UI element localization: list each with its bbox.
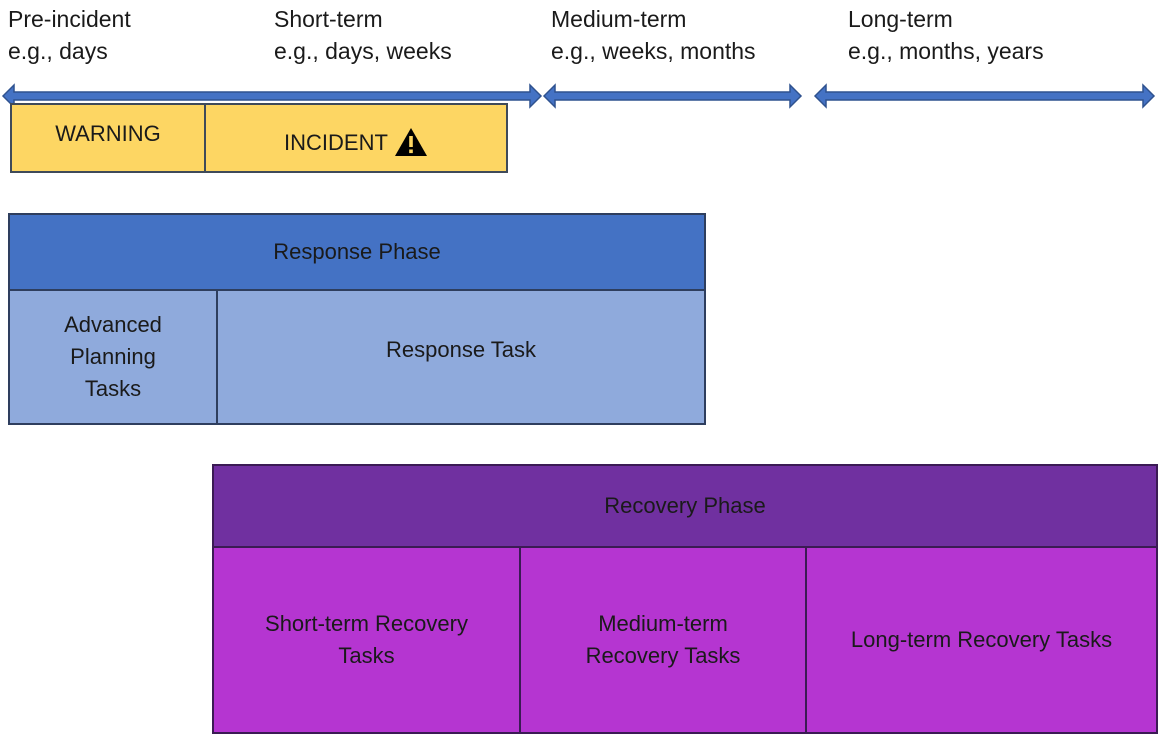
period-example: e.g., days bbox=[8, 38, 108, 64]
period-name: Pre-incident bbox=[8, 6, 131, 32]
response-phase-header: Response Phase bbox=[8, 213, 706, 291]
arrow-long-term bbox=[813, 83, 1156, 109]
incident-box: INCIDENT bbox=[204, 103, 508, 173]
period-name: Medium-term bbox=[551, 6, 687, 32]
response-phase-title: Response Phase bbox=[273, 239, 441, 264]
period-name: Long-term bbox=[848, 6, 953, 32]
recovery-phase-title: Recovery Phase bbox=[604, 493, 766, 518]
medium-term-recovery-cell: Medium-term Recovery Tasks bbox=[519, 546, 807, 734]
period-medium-term: Medium-term e.g., weeks, months bbox=[551, 3, 756, 67]
short-term-recovery-cell: Short-term Recovery Tasks bbox=[212, 546, 521, 734]
response-task-label: Response Task bbox=[385, 337, 536, 362]
timeline-arrows bbox=[1, 83, 1156, 109]
warning-triangle-icon bbox=[394, 128, 427, 156]
period-pre-incident: Pre-incident e.g., days bbox=[8, 3, 131, 67]
long-term-recovery-cell: Long-term Recovery Tasks bbox=[805, 546, 1158, 734]
period-short-term: Short-term e.g., days, weeks bbox=[274, 3, 452, 67]
advanced-planning-tasks-cell: Advanced Planning Tasks bbox=[8, 289, 218, 425]
advanced-planning-label: Advanced Planning Tasks bbox=[64, 312, 162, 401]
long-term-recovery-label: Long-term Recovery Tasks bbox=[850, 627, 1113, 652]
period-name: Short-term bbox=[274, 6, 383, 32]
period-example: e.g., months, years bbox=[848, 38, 1044, 64]
short-term-recovery-label: Short-term Recovery Tasks bbox=[265, 611, 468, 668]
period-example: e.g., days, weeks bbox=[274, 38, 452, 64]
arrow-medium-term bbox=[542, 83, 803, 109]
arrow-pre-to-short bbox=[1, 83, 543, 109]
warning-label: WARNING bbox=[55, 121, 161, 146]
response-task-cell: Response Task bbox=[216, 289, 706, 425]
recovery-phase-header: Recovery Phase bbox=[212, 464, 1158, 548]
period-long-term: Long-term e.g., months, years bbox=[848, 3, 1044, 67]
period-example: e.g., weeks, months bbox=[551, 38, 756, 64]
warning-box: WARNING bbox=[10, 103, 206, 173]
incident-label: INCIDENT bbox=[284, 130, 388, 155]
medium-term-recovery-label: Medium-term Recovery Tasks bbox=[585, 611, 741, 668]
